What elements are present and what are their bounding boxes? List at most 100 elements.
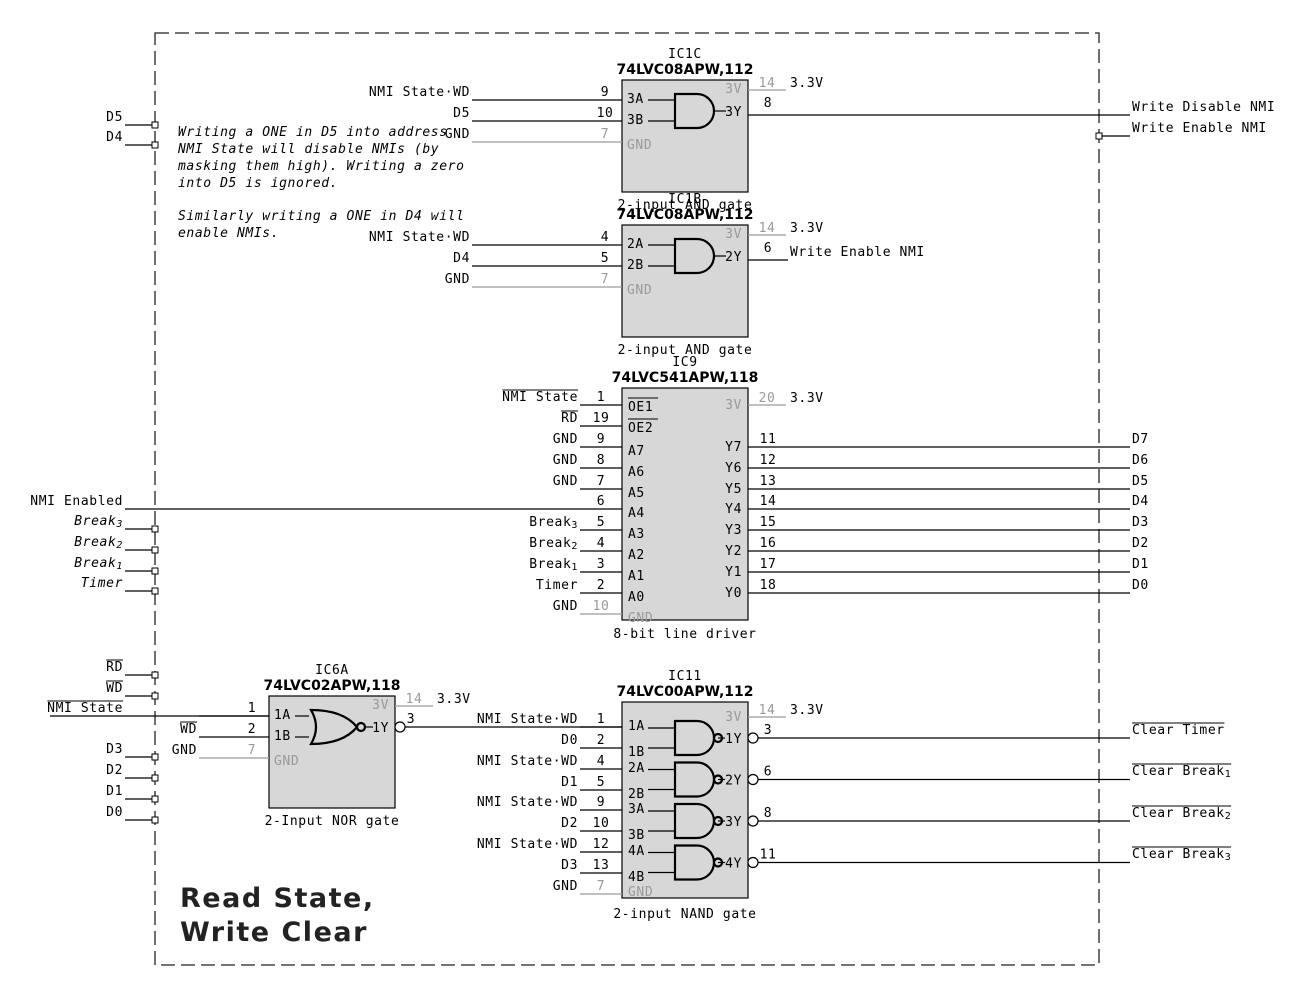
chip-body	[621, 79, 749, 193]
left-port: D3	[106, 742, 159, 761]
net-label: NMI State	[502, 390, 578, 405]
chip-part: 74LVC08APW,112	[616, 207, 753, 223]
pin-number: 18	[760, 578, 777, 593]
net-label: NMI State·WD	[477, 712, 578, 727]
port-label: Clear Timer	[1132, 723, 1225, 738]
chip-description: 2-input NAND gate	[613, 907, 756, 922]
chip-body	[621, 387, 749, 621]
power-label: 3.3V	[790, 391, 824, 406]
net-label: GND	[172, 743, 197, 758]
port-label: NMI Enabled	[30, 494, 123, 509]
pin-name: OE1	[628, 400, 653, 415]
port-connector	[151, 816, 159, 824]
design-note: Writing a ONE in D5 into address NMI Sta…	[177, 125, 464, 241]
pin-number: 8	[764, 96, 772, 111]
pin-number: 1	[597, 390, 605, 405]
pin-number: 13	[593, 858, 610, 873]
port-connector	[151, 671, 159, 679]
sheet-title-line-1: Read State,	[180, 883, 375, 914]
pin-number: 7	[601, 272, 609, 287]
left-port: Timer	[81, 576, 159, 595]
pin-number: 3	[597, 557, 605, 572]
net-label: D4	[453, 251, 470, 266]
net-label: RD	[561, 411, 578, 426]
pin-number: 9	[597, 432, 605, 447]
pin-number: 17	[760, 557, 777, 572]
pin-number: 14	[760, 494, 777, 509]
pin-name: 4A	[628, 844, 645, 859]
pin-number: 7	[248, 743, 256, 758]
port-label: D5	[1132, 474, 1149, 489]
port-label: NMI State	[47, 701, 123, 716]
pin-number: 7	[597, 879, 605, 894]
net-label: Write Enable NMI	[790, 245, 925, 260]
pin-number: 6	[764, 765, 772, 780]
chip-description: 2-input AND gate	[618, 343, 753, 358]
pin-name: A5	[628, 486, 645, 501]
port-connector	[151, 587, 159, 595]
power-label: 3.3V	[790, 221, 824, 236]
pin-number: 8	[597, 453, 605, 468]
pin-number: 7	[597, 474, 605, 489]
pin-number: 6	[764, 241, 772, 256]
net-label: NMI State·WD	[477, 837, 578, 852]
pin-name: 1B	[274, 729, 291, 744]
port-label: Write Disable NMI	[1132, 100, 1275, 115]
pin-name: 3Y	[725, 815, 742, 830]
right-port: D5	[1132, 474, 1149, 489]
pin-name: Y0	[725, 586, 742, 601]
right-port: Clear Break3	[1132, 846, 1232, 863]
port-connector	[151, 546, 159, 554]
port-label: Clear Break1	[1132, 764, 1231, 780]
pin-number: 2	[248, 722, 256, 737]
pin-number: 14	[759, 76, 776, 91]
port-label: WD	[106, 681, 123, 696]
net-label: D3	[561, 858, 578, 873]
port-label: Clear Break2	[1132, 806, 1231, 822]
net-label: NMI State·WD	[477, 795, 578, 810]
pin-number: 16	[760, 536, 777, 551]
pin-name: 2A	[627, 237, 644, 252]
pin-name: OE2	[628, 421, 653, 436]
net-label: D0	[561, 733, 578, 748]
output-bubble	[747, 856, 759, 869]
pin-number: 8	[764, 806, 772, 821]
right-port: Clear Break1	[1132, 763, 1232, 780]
left-port: WD	[106, 680, 159, 700]
pin-name: 3A	[627, 92, 644, 107]
left-port: Break3	[74, 514, 159, 533]
sheet-frame	[154, 32, 1100, 966]
pin-name: GND	[627, 138, 652, 153]
chip-body	[621, 224, 749, 338]
port-label: D5	[106, 110, 123, 125]
pin-name: 1Y	[372, 721, 389, 736]
net-label: GND	[553, 474, 578, 489]
net-label: Break2	[529, 536, 578, 552]
power-label: 3.3V	[790, 76, 824, 91]
port-label: D0	[1132, 578, 1149, 593]
pin-name: 4B	[628, 870, 645, 885]
left-port: D2	[106, 763, 159, 782]
pin-number: 2	[597, 733, 605, 748]
pin-number: 14	[759, 703, 776, 718]
pin-name: GND	[628, 611, 653, 626]
port-label: D3	[1132, 515, 1149, 530]
pin-name: 2A	[628, 761, 645, 776]
pin-number: 10	[597, 106, 614, 121]
port-connector	[151, 121, 159, 129]
pin-name: A2	[628, 548, 645, 563]
pin-number: 15	[760, 515, 777, 530]
nor-gate-symbol	[309, 708, 359, 746]
port-label: D1	[1132, 557, 1149, 572]
net-label: NMI State·WD	[369, 85, 470, 100]
port-connector	[151, 795, 159, 803]
chip-description: 8-bit line driver	[613, 627, 756, 642]
chip-ref: IC9	[672, 355, 697, 370]
pin-name: 4Y	[725, 857, 742, 872]
note-line: Writing a ONE in D5 into address	[178, 125, 448, 140]
output-bubble	[394, 721, 406, 733]
chip-body	[621, 701, 749, 899]
left-port: Break2	[74, 535, 159, 554]
